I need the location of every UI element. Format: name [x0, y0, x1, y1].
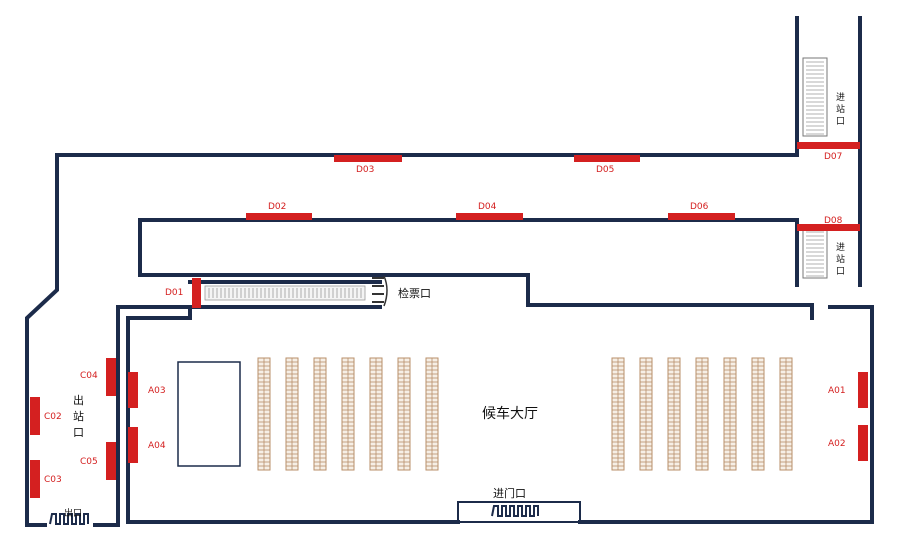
entry-bottom-char-3: 口	[836, 267, 845, 277]
exit-label-char-3: 口	[73, 426, 84, 439]
bench	[751, 357, 765, 471]
door-C05	[106, 442, 116, 480]
small-exit-gate	[49, 513, 89, 525]
door-D06	[668, 213, 735, 220]
service-desk	[177, 361, 241, 467]
bench	[313, 357, 327, 471]
bench-group	[257, 357, 793, 471]
entry-bottom-char-1: 进	[836, 242, 845, 253]
label-A03: A03	[148, 386, 166, 396]
entrance-gate	[457, 501, 581, 523]
label-D08: D08	[824, 216, 843, 226]
entrance-gate-label: 进门口	[493, 486, 526, 500]
ticket-check-gates	[204, 275, 388, 307]
bench	[257, 357, 271, 471]
bench	[397, 357, 411, 471]
stairs-lower	[802, 227, 828, 279]
label-C04: C04	[80, 371, 98, 381]
door-D02	[246, 213, 312, 220]
bench	[695, 357, 709, 471]
door-D07	[797, 142, 860, 149]
door-A04	[128, 427, 138, 463]
door-A03	[128, 372, 138, 408]
label-D06: D06	[690, 202, 709, 212]
exit-label-char-2: 站	[73, 409, 84, 423]
bench	[779, 357, 793, 471]
door-D05	[574, 155, 640, 162]
bench	[611, 357, 625, 471]
bench	[667, 357, 681, 471]
label-D03: D03	[356, 165, 374, 175]
label-D04: D04	[478, 202, 497, 212]
label-A04: A04	[148, 441, 166, 451]
door-D01	[192, 278, 201, 308]
label-C03: C03	[44, 475, 62, 485]
bench	[285, 357, 299, 471]
door-C02	[30, 397, 40, 435]
label-A01: A01	[828, 386, 846, 396]
label-C05: C05	[80, 457, 98, 467]
small-exit-label: 出口	[64, 507, 82, 519]
ticket-check-label: 检票口	[398, 286, 431, 300]
label-D05: D05	[596, 165, 614, 175]
entry-top-char-2: 站	[836, 103, 845, 115]
door-D03	[334, 155, 402, 162]
bench	[723, 357, 737, 471]
bench	[341, 357, 355, 471]
label-A02: A02	[828, 439, 846, 449]
door-C04	[106, 358, 116, 396]
door-labels: D01 D02 D03 D04 D05 D06 D07 D08 A01 A02 …	[44, 152, 846, 485]
bench	[639, 357, 653, 471]
label-D07: D07	[824, 152, 842, 162]
door-C03	[30, 460, 40, 498]
door-markers	[30, 142, 868, 498]
waiting-hall-label: 候车大厅	[482, 405, 538, 422]
door-A01	[858, 372, 868, 408]
entry-top-char-3: 口	[836, 117, 845, 127]
stairs-upper	[802, 57, 828, 137]
door-A02	[858, 425, 868, 461]
label-D02: D02	[268, 202, 286, 212]
entry-top-char-1: 进	[836, 92, 845, 103]
door-D04	[456, 213, 523, 220]
exit-label-char-1: 出	[73, 393, 84, 407]
label-C02: C02	[44, 412, 62, 422]
bench	[425, 357, 439, 471]
door-D08	[797, 224, 860, 231]
label-D01: D01	[165, 288, 183, 298]
bench	[369, 357, 383, 471]
entry-bottom-char-2: 站	[836, 253, 845, 265]
